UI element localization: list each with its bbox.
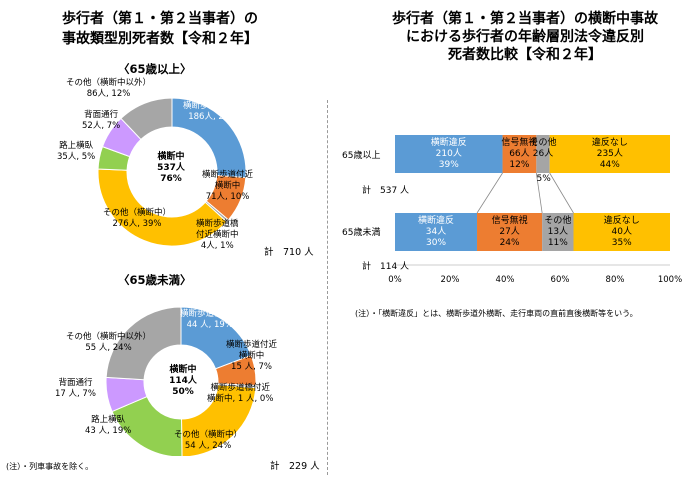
top-label-other-cross: その他（横断中）276人, 39%: [103, 208, 172, 229]
x-tick-label: 60%: [551, 275, 570, 285]
left-title-line1: 歩行者（第１・第２当事者）の: [62, 11, 258, 27]
row-total-65-under: 計 114 人: [362, 260, 409, 272]
bottom-label-other-cross: その他（横断中）54 人, 24%: [174, 430, 243, 451]
bar-label-misc: その他: [529, 136, 556, 148]
bar-signal-row2: [477, 213, 543, 251]
bar-label-none: 235人: [597, 148, 623, 159]
row-total-65-over: 計 537 人: [362, 184, 409, 196]
pie-slice-other_cross: [181, 384, 257, 456]
bar-label-violation: 210人: [436, 148, 462, 159]
bar-label-violation: 30%: [426, 238, 446, 248]
bar-label-misc: その他: [544, 214, 571, 226]
bar-label-signal: 信号無視: [492, 214, 528, 226]
connector-line: [476, 172, 503, 214]
bar-label-misc: 11%: [548, 238, 568, 248]
bar-label-violation: 横断違反: [431, 136, 467, 148]
bar-violation-row1: [395, 135, 503, 173]
bar-misc-row1: [536, 135, 550, 173]
right-title-line2: における歩行者の年齢層別法令違反別: [406, 29, 644, 45]
bar-label-none: 44%: [600, 160, 620, 170]
x-tick-label: 0%: [388, 275, 402, 285]
bar-none-row2: [573, 213, 670, 251]
bottom-label-other: その他（横断中以外）55 人, 24%: [66, 332, 152, 353]
bar-label-none: 40人: [612, 226, 632, 237]
donut-hole: [128, 128, 216, 216]
bar-label-none: 違反なし: [592, 136, 628, 148]
bar-label-signal: 信号無視: [501, 136, 537, 148]
bar-label-violation: 39%: [439, 160, 459, 170]
bar-label-misc: 13人: [548, 226, 568, 237]
pie-slice-other_cross: [97, 168, 228, 247]
pie-slice-other: [120, 97, 173, 141]
connector-line: [535, 172, 543, 214]
bottom-total: 計 229 人: [270, 461, 320, 472]
bar-signal-row1: [502, 135, 537, 173]
bar-label-none: 違反なし: [604, 214, 640, 226]
x-tick-label: 20%: [441, 275, 460, 285]
bar-label-signal: 66人: [509, 148, 529, 159]
right-title-line1: 歩行者（第１・第２当事者）の横断中事故: [392, 11, 658, 27]
x-tick-label: 80%: [606, 275, 625, 285]
bar-label-signal: 24%: [500, 238, 520, 248]
bar-label-signal: 12%: [509, 160, 529, 170]
right-title-line3: 死者数比較【令和２年】: [448, 47, 602, 63]
stacked-bar-chart: 0% 20% 40% 60% 80% 100% 65歳以上 65歳未満 計 537 人計 114…: [342, 135, 682, 285]
bar-label-violation: 横断違反: [418, 214, 454, 226]
top-label-other: その他（横断中以外）86人, 12%: [66, 78, 152, 99]
x-tick-label: 100%: [658, 275, 682, 285]
pie-chart-65-over: [97, 97, 247, 247]
left-note: (注）・列車事故を除く。: [6, 462, 94, 471]
x-tick-label: 40%: [496, 275, 515, 285]
bar-label-misc-pct: 5%: [537, 174, 552, 184]
right-note: (注）・「横断違反」とは、横断歩道外横断、走行車両の直前直後横断等をいう。: [355, 309, 638, 318]
bar-label-violation: 34人: [426, 226, 446, 237]
divider: [327, 100, 328, 475]
bar-label-signal: 27人: [499, 226, 519, 237]
bar-none-row1: [549, 135, 670, 173]
bottom-label-bridge: 横断歩道橋付近横断中, 1 人, 0%: [207, 383, 274, 404]
top-pie-label: 〈65歳以上〉: [118, 62, 192, 76]
bar-misc-row2: [542, 213, 574, 251]
bottom-pie-label: 〈65歳未満〉: [118, 273, 192, 287]
bar-label-misc: 26人: [533, 148, 553, 159]
left-title-line2: 事故類型別死者数【令和２年】: [62, 31, 258, 47]
bar-label-none: 35%: [612, 238, 632, 248]
connector-line: [549, 172, 574, 214]
pie-slice-other: [105, 306, 182, 381]
top-total: 計 710 人: [264, 247, 314, 258]
bar-violation-row2: [395, 213, 478, 251]
pie-chart-65-under: [105, 306, 257, 456]
row-label-65-over: 65歳以上: [342, 149, 380, 161]
donut-hole: [145, 346, 217, 418]
row-label-65-under: 65歳未満: [342, 226, 380, 238]
